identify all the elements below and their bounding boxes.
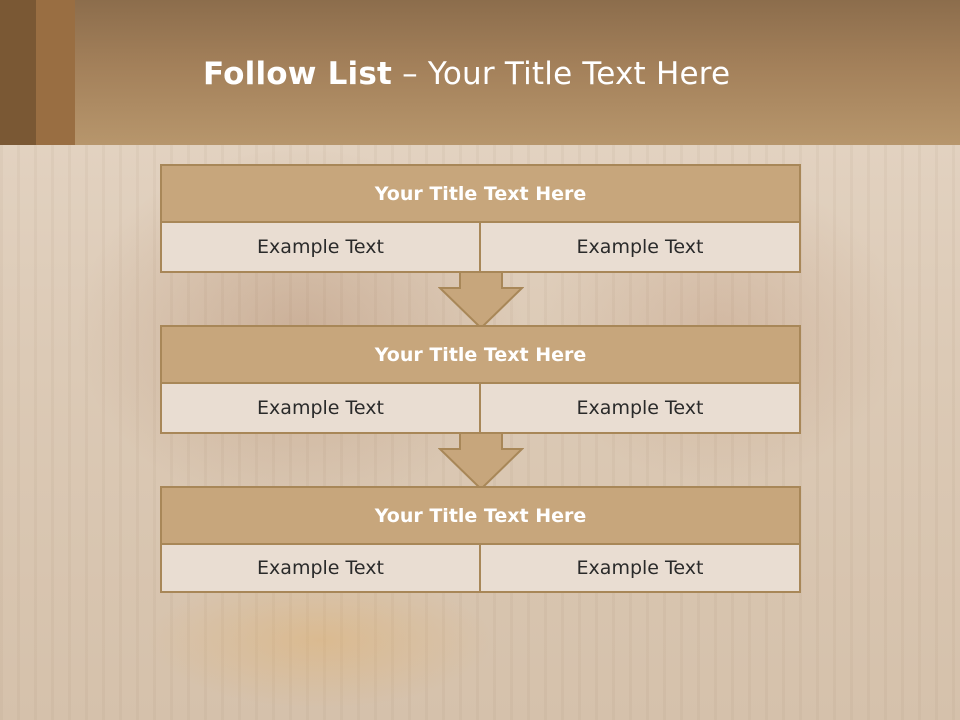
down-arrow-icon <box>438 271 524 330</box>
title-bar-accent-light <box>36 0 75 145</box>
step-3-right-cell[interactable]: Example Text <box>479 543 801 593</box>
step-2-left-cell[interactable]: Example Text <box>160 382 481 434</box>
step-1-right-cell[interactable]: Example Text <box>479 221 801 273</box>
slide-title-rest: Your Title Text Here <box>427 56 731 92</box>
step-box-3: Your Title Text Here Example Text Exampl… <box>160 486 801 593</box>
step-1-title[interactable]: Your Title Text Here <box>160 164 801 223</box>
step-box-2: Your Title Text Here Example Text Exampl… <box>160 325 801 434</box>
step-3-title[interactable]: Your Title Text Here <box>160 486 801 545</box>
slide-title-bold: Follow List <box>203 56 393 92</box>
step-3-left-cell[interactable]: Example Text <box>160 543 481 593</box>
step-box-1: Your Title Text Here Example Text Exampl… <box>160 164 801 273</box>
step-2-right-cell[interactable]: Example Text <box>479 382 801 434</box>
title-bar-accent-dark <box>0 0 36 145</box>
title-bar: Follow List – Your Title Text Here <box>0 0 960 145</box>
slide-title[interactable]: Follow List – Your Title Text Here <box>203 56 730 92</box>
step-1-left-cell[interactable]: Example Text <box>160 221 481 273</box>
slide-title-separator: – <box>392 56 428 92</box>
down-arrow-icon <box>438 432 524 491</box>
step-2-title[interactable]: Your Title Text Here <box>160 325 801 384</box>
